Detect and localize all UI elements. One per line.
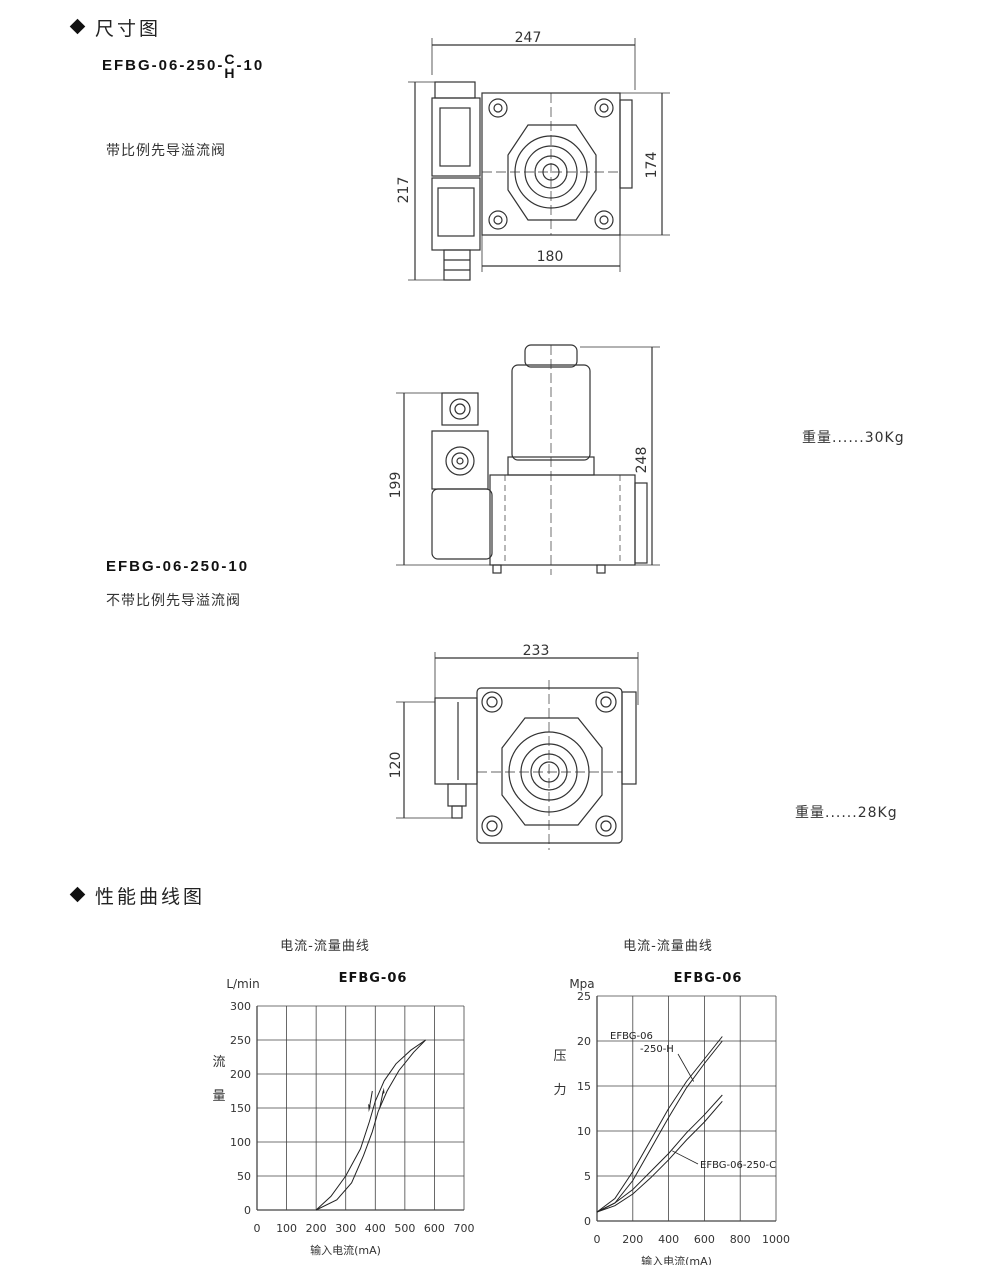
x-tick-label: 200 [622,1233,643,1246]
x-tick-label: 800 [730,1233,751,1246]
dim-248: 248 [634,447,650,474]
drawing-top-view-without-proportional: 233 120 [388,643,639,850]
weight-label-30kg: 重量......30Kg [802,430,905,446]
y-tick-label: 0 [584,1215,591,1228]
series-line [596,1040,723,1213]
chart-current-pressure: 电流-流量曲线 EFBG-06 Mpa 0 200 400 600 800 1000 0 5 10 15… [553,939,790,1265]
series-line [596,1100,723,1213]
model-code-without-proportional: EFBG-06-250-10 [106,558,250,575]
y-axis-label: 量 [212,1089,225,1104]
drawing-top-view-with-proportional: 247 217 174 180 [396,30,670,281]
dim-233: 233 [523,643,550,659]
chart-subtitle: EFBG-06 [339,971,408,986]
dim-180: 180 [537,249,564,265]
series-line [315,1039,426,1211]
y-tick-label: 15 [577,1080,591,1093]
chart-title: 电流-流量曲线 [623,939,713,954]
chart-subtitle: EFBG-06 [674,971,743,986]
series-line [596,1036,723,1213]
x-tick-label: 100 [276,1222,297,1235]
arrow-down-icon [368,1090,373,1109]
y-tick-label: 150 [230,1102,251,1115]
y-tick-label: 5 [584,1170,591,1183]
diamond-bullet-icon [69,18,86,35]
note-with-proportional: 带比例先导溢流阀 [106,143,226,159]
note-without-proportional: 不带比例先导溢流阀 [106,593,241,609]
x-axis-label: 输入电流(mA) [310,1243,381,1257]
series-line [315,1039,426,1211]
y-tick-label: 25 [577,990,591,1003]
y-axis-label: 力 [553,1083,566,1098]
y-axis-label: 压 [553,1049,566,1064]
dim-199: 199 [388,472,404,499]
dim-120: 120 [388,752,404,779]
y-tick-label: 100 [230,1136,251,1149]
dimensions-section-title: 尺寸图 [69,14,161,41]
y-tick-label: 250 [230,1034,251,1047]
x-tick-label: 600 [694,1233,715,1246]
x-tick-label: 400 [365,1222,386,1235]
arrowhead-icon [382,1087,385,1095]
y-tick-label: 20 [577,1035,591,1048]
y-axis-unit: L/min [226,977,259,991]
annotation-leader-line [677,1053,695,1082]
x-tick-label: 0 [254,1222,261,1235]
x-tick-label: 500 [394,1222,415,1235]
series-annotation-h-line2: -250-H [640,1044,674,1055]
chart-title: 电流-流量曲线 [280,939,370,954]
weight-label-28kg: 重量......28Kg [795,805,898,821]
y-tick-label: 200 [230,1068,251,1081]
arrowhead-icon [368,1103,371,1113]
x-tick-label: 400 [658,1233,679,1246]
y-tick-label: 10 [577,1125,591,1138]
dim-174: 174 [644,152,660,179]
y-axis-label: 流 [212,1055,225,1070]
x-tick-label: 600 [424,1222,445,1235]
series-line [596,1094,723,1213]
dim-217: 217 [396,177,412,204]
dim-247: 247 [515,30,542,46]
x-tick-label: 700 [454,1222,475,1235]
y-tick-label: 50 [237,1170,251,1183]
performance-section-title: 性能曲线图 [69,882,205,909]
x-tick-label: 300 [335,1222,356,1235]
series-annotation-c: EFBG-06-250-C [700,1160,776,1171]
y-tick-label: 300 [230,1000,251,1013]
x-tick-label: 0 [594,1233,601,1246]
x-tick-label: 1000 [762,1233,790,1246]
diamond-bullet-icon [69,886,86,903]
drawing-side-view: 199 248 [388,344,660,575]
y-axis-unit: Mpa [569,977,594,991]
y-tick-label: 0 [244,1204,251,1217]
x-tick-label: 200 [306,1222,327,1235]
annotation-leader-line [671,1150,699,1165]
series-annotation-h-line1: EFBG-06 [610,1031,653,1042]
x-axis-label: 输入电流(mA) [641,1254,712,1265]
